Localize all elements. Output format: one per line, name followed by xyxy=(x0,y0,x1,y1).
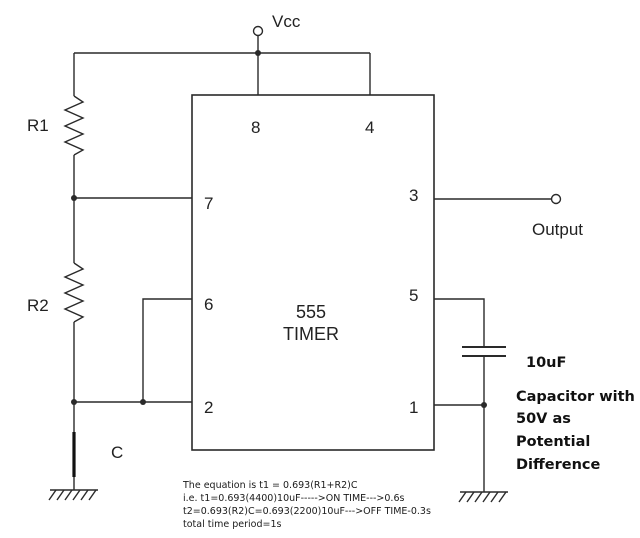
capacitor-note-line1: Capacitor with xyxy=(516,389,635,405)
capacitor-note-line4: Difference xyxy=(516,457,600,473)
timer-chip xyxy=(191,94,435,451)
capacitor-note-line2: 50V as xyxy=(516,411,571,427)
pin-7: 7 xyxy=(204,194,213,213)
pin-8: 8 xyxy=(251,118,260,137)
junction-pin1 xyxy=(481,402,487,408)
r1-label: R1 xyxy=(27,116,49,135)
r2-resistor xyxy=(63,262,85,323)
r1-resistor xyxy=(63,95,85,156)
ground-symbol-right xyxy=(458,491,508,503)
pin-5: 5 xyxy=(409,286,418,305)
pin-6: 6 xyxy=(204,295,213,314)
pin-1: 1 xyxy=(409,398,418,417)
chip-title-number: 555 xyxy=(296,302,326,322)
pin-4: 4 xyxy=(365,118,374,137)
capacitor-note-line3: Potential xyxy=(516,434,590,450)
pin-2: 2 xyxy=(204,398,213,417)
pin6-wire xyxy=(142,298,192,402)
equation-line2: i.e. t1=0.693(4400)10uF----->ON TIME--->… xyxy=(183,493,404,504)
r2-label: R2 xyxy=(27,296,49,315)
equation-line3: t2=0.693(R2)C=0.693(2200)10uF--->OFF TIM… xyxy=(183,506,431,517)
pin5-wire xyxy=(434,298,485,347)
vcc-label: Vcc xyxy=(272,12,301,31)
vcc-terminal xyxy=(252,25,264,37)
pin-3: 3 xyxy=(409,186,418,205)
equation-line4: total time period=1s xyxy=(183,519,281,530)
chip-title-timer: TIMER xyxy=(283,324,339,344)
capacitor-value: 10uF xyxy=(526,355,566,371)
equation-line1: The equation is t1 = 0.693(R1+R2)C xyxy=(182,480,358,491)
c-label: C xyxy=(111,443,123,462)
ground-symbol-left xyxy=(48,489,98,501)
output-terminal xyxy=(550,193,562,205)
output-label: Output xyxy=(532,220,583,239)
